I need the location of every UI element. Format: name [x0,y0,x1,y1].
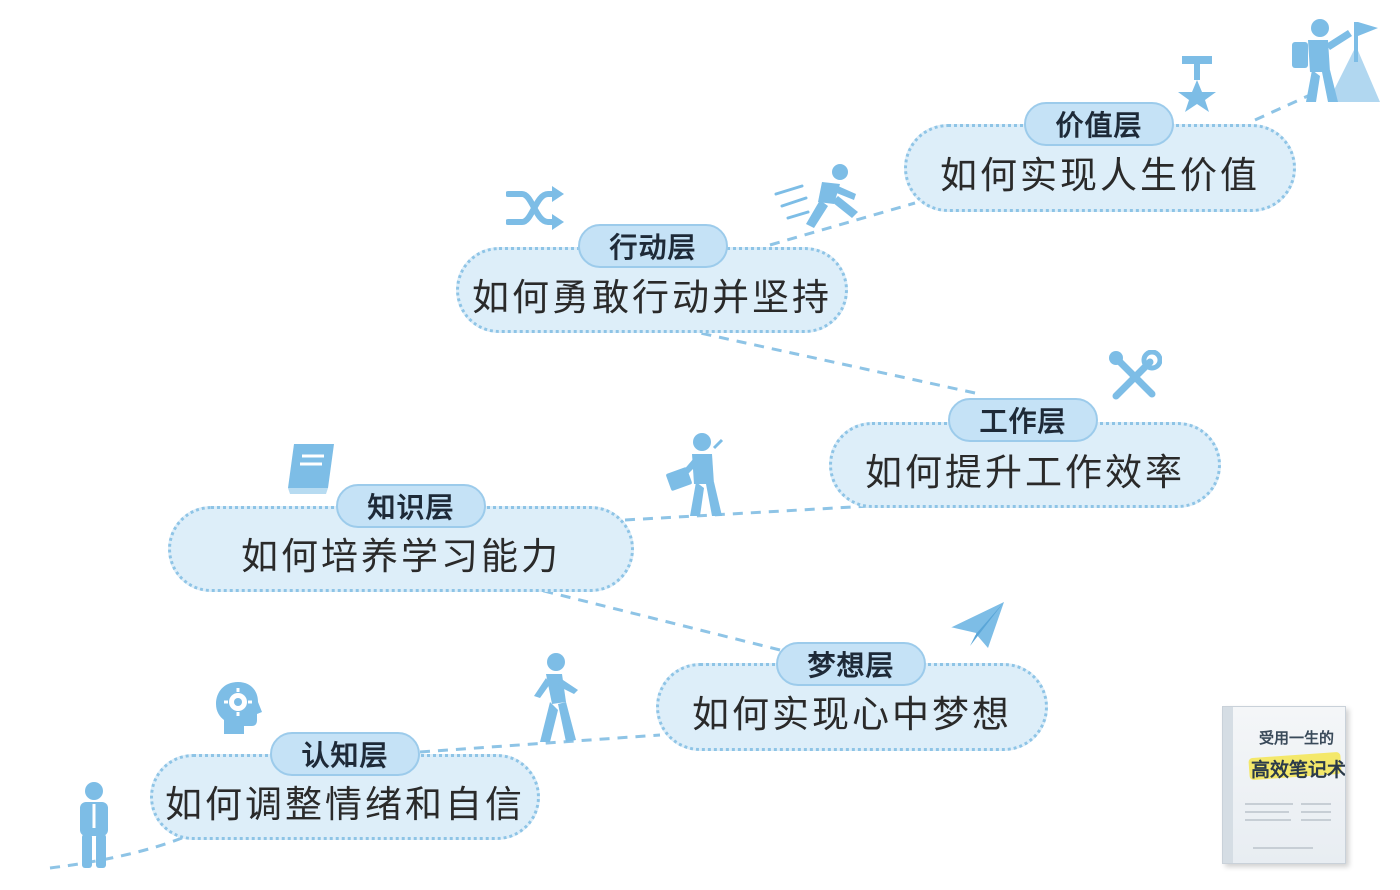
path-action-value [769,201,916,247]
book-cover-image: 受用一生的 高效笔记术 [1222,706,1346,864]
question-dream: 如何实现心中梦想 [692,693,1012,736]
tools-icon [1109,350,1162,400]
path-knowledge-work [624,504,871,522]
gear-head-icon [216,682,262,734]
question-action: 如何勇敢行动并坚持 [472,276,832,319]
tag-knowledge: 知识层 [336,484,486,528]
book-text-line [1301,811,1331,813]
cloud-knowledge: 如何培养学习能力 [168,506,634,592]
book-title-line2: 高效笔记术 [1251,759,1346,781]
running-person-icon [774,164,858,228]
path-work-action [699,331,976,395]
walking-person-icon [534,653,578,742]
paper-plane-icon [949,602,1004,648]
book-spine [1223,707,1233,863]
tag-dream: 梦想层 [776,642,926,686]
path-cognition-dream [419,733,661,754]
question-work: 如何提升工作效率 [865,451,1185,494]
tag-cognition: 认知层 [270,732,420,776]
book-text-line [1245,811,1289,813]
book-title-line1: 受用一生的 [1259,729,1335,747]
book-text-line [1253,847,1313,849]
shuffle-icon [506,186,564,230]
briefcase-person-icon [666,433,724,516]
tag-action: 行动层 [578,224,728,268]
path-dream-knowledge [539,588,781,652]
standing-person-icon [80,782,108,868]
question-cognition: 如何调整情绪和自信 [165,783,525,826]
book-icon [288,444,334,494]
question-knowledge: 如何培养学习能力 [241,535,561,578]
tag-work: 工作层 [948,398,1098,442]
medal-icon [1178,56,1216,112]
book-text-line [1245,803,1293,805]
book-text-line [1245,819,1291,821]
cloud-action: 如何勇敢行动并坚持 [456,247,848,333]
question-value: 如何实现人生价值 [940,154,1260,197]
book-text-line [1301,803,1331,805]
path-start [49,836,183,870]
summit-flag-icon [1292,19,1380,102]
tag-value: 价值层 [1024,102,1174,146]
book-text-line [1301,819,1331,821]
